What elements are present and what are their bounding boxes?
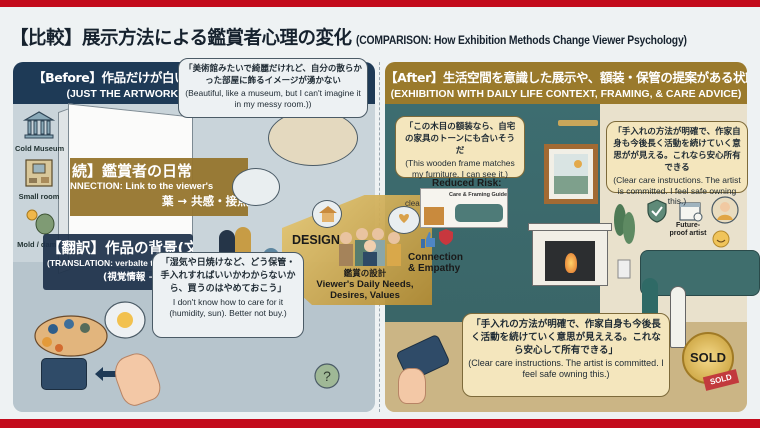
smile-icon [712, 230, 730, 248]
title-en: (COMPARISON: How Exhibition Methods Chan… [356, 35, 688, 47]
room-icon [25, 159, 53, 187]
connection-band-sub: 葉 → 共感・接点 [162, 194, 248, 208]
shield-heart-icon [439, 229, 453, 245]
small-room-label: Small room [18, 192, 60, 201]
flame-icon [565, 253, 577, 273]
speech-museum-jp: 「美術館みたいで綺麗だけれど、自分の散らかった部屋に飾るイメージが湧かない [184, 64, 362, 86]
care-framing-guide: Care & Framing Guide [420, 188, 508, 228]
speech-care-worry-en: I don't know how to care for it (humidit… [169, 297, 287, 318]
museum-icon [22, 111, 56, 139]
cold-museum-item: Cold Museum [15, 110, 65, 153]
arrow-left-icon [95, 367, 117, 381]
design-label: DESIGN [292, 233, 340, 247]
connection-band-jp: 続】鑑賞者の日常 [72, 162, 193, 180]
fireplace [528, 223, 612, 286]
shield-check-icon [647, 199, 667, 223]
thought-bubble-desk [232, 168, 280, 206]
wood-swatch [424, 207, 444, 225]
reduced-risk-label: Reduced Risk: [432, 178, 502, 189]
speech-frame-en: (This wooden frame matches my furniture.… [405, 158, 515, 179]
speech-bubble-care-confident-bottom: 「手入れの方法が明確で、作家自身も今後長く活動を続けていく意思が見ええる。これな… [462, 313, 670, 397]
wallet-icon [41, 358, 87, 390]
mold-damp-label: Mold / damp [17, 240, 61, 249]
svg-text:?: ? [323, 368, 331, 384]
connection-band: 続】鑑賞者の日常 NNECTION: Link to the viewer's … [70, 158, 248, 216]
translation-band-sub: (視覚情報 → 言葉) [103, 272, 184, 283]
translation-band-en: (TRANSLATION: verbalte the artwork's bac… [47, 258, 193, 268]
thumbs-up-icon [421, 232, 435, 248]
speech-bubble-museum: 「美術館みたいで綺麗だけれど、自分の散らかった部屋に飾るイメージが湧かない (B… [178, 58, 368, 118]
hand-holding-wallet [398, 368, 426, 404]
speech-bubble-care-confident: 「手入れの方法が明確で、作家自身も今後長く活動を続けていく意思がが見える。これな… [606, 121, 748, 206]
fireplace-mantle [528, 223, 612, 231]
mold-damp-item: Mold / damp [15, 206, 63, 249]
palette-icon [34, 315, 108, 357]
care-guide-title: Care & Framing Guide [449, 192, 508, 198]
buyer-man [670, 286, 686, 348]
sofa [640, 250, 760, 296]
painting-sun [574, 160, 582, 168]
bottom-accent-bar [0, 419, 760, 428]
framed-artwork [544, 144, 598, 204]
clear-partial-label: clea [405, 199, 420, 208]
thought-bubble-messy-room [268, 110, 358, 166]
house-icon [319, 206, 337, 222]
question-icon: ? [314, 363, 340, 389]
speech-bubble-care-worry: 「湿気や日焼けなど、どう保管・手入れすればいいかわからないから、買うのはやめてお… [152, 252, 304, 338]
viewer-needs-label: 鑑賞の設計 Viewer's Daily Needs, Desires, Val… [307, 267, 423, 301]
context-icons: Cold Museum Small room Mold / damp [15, 110, 65, 254]
speech-care-worry-jp: 「湿気や日焼けなど、どう保管・手入れすればいいかわからないから、買うのはやめてお… [160, 258, 296, 294]
page-title: 【比較】展示方法による鑑賞者心理の変化 (COMPARISON: How Exh… [10, 24, 755, 50]
viewer-group-icon [339, 228, 401, 266]
viewer-needs-jp: 鑑賞の設計 [343, 269, 387, 279]
picture-light-icon [558, 120, 598, 126]
after-header-jp: 【After】生活空間を意識した展示や、額装・保管の提案がある状態 [385, 70, 747, 85]
small-room-item: Small room [15, 158, 63, 201]
artist-avatar [711, 196, 739, 224]
connection-band-en: NNECTION: Link to the viewer's [70, 181, 214, 192]
top-accent-bar [0, 0, 760, 7]
sun-mold-icon [26, 209, 55, 235]
speech-frame-jp: 「この木目の額装なら、自宅の家具のトーンにも合いそうだ [404, 122, 516, 156]
sun-thought-icon [104, 301, 146, 339]
future-proof-label: Future-proof artist [669, 222, 707, 237]
after-header: 【After】生活空間を意識した展示や、額装・保管の提案がある状態 (EXHIB… [385, 62, 747, 104]
speech-bubble-wooden-frame: 「この木目の額装なら、自宅の家具のトーンにも合いそうだ (This wooden… [395, 116, 525, 179]
landscape-painting [554, 154, 588, 194]
connection-empathy-label: Connection & Empathy [408, 252, 463, 274]
calendar-icon [679, 202, 703, 222]
speech-care-confident-jp: 「手入れの方法が明確で、作家自身も今後長く活動を続けていく意思がが見える。これな… [613, 127, 741, 173]
title-jp: 【比較】展示方法による鑑賞者心理の変化 [10, 28, 352, 49]
plant-icon [614, 204, 635, 279]
viewer-needs-en: Viewer's Daily Needs, Desires, Values [316, 279, 414, 301]
cold-museum-label: Cold Museum [15, 144, 65, 153]
speech-care-bottom-en: (Clear care instructions. The artist is … [468, 358, 664, 379]
speech-care-confident-en: (Clear care instructions. The artist is … [613, 175, 741, 206]
speech-museum-en: (Beautiful, like a museum, but I can't i… [185, 88, 361, 109]
guide-sofa-illustration [455, 204, 503, 222]
heart-hand-icon [399, 214, 409, 223]
after-header-en: (EXHIBITION WITH DAILY LIFE CONTEXT, FRA… [390, 88, 742, 100]
speech-care-bottom-jp: 「手入れの方法が明確で、作家自身も今後長く活動を続けていく意思が見ええる。これな… [471, 319, 661, 356]
